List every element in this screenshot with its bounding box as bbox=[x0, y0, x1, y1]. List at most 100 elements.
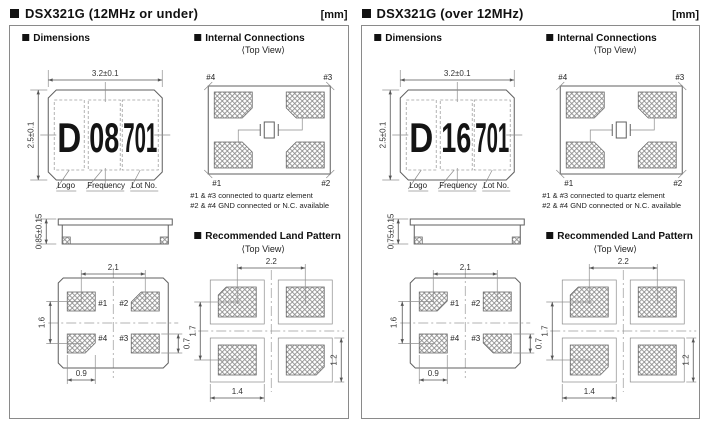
land-pattern-drawing: 2.2 1.7 1.4 1.2 bbox=[540, 257, 696, 402]
panel-header: DSX321G (over 12MHz) [mm] bbox=[361, 6, 699, 21]
dim-land-pitch-y: 1.7 bbox=[540, 325, 549, 337]
land-pattern-heading: Recommended Land Pattern bbox=[205, 231, 341, 242]
package-outline bbox=[47, 89, 163, 181]
side-view-drawing: 0.75±0.15 bbox=[386, 213, 525, 249]
dim-pad-pitch-x: 2.1 bbox=[108, 263, 120, 272]
pin-label-2: #2 bbox=[673, 179, 682, 188]
label-lot: Lot No. bbox=[131, 181, 157, 190]
panel-drawing-svg: Dimensions 3.2±0.1 2.5±0.1 bbox=[22, 33, 345, 402]
section-marker-icon bbox=[22, 34, 30, 41]
dim-body-width: 3.2±0.1 bbox=[443, 69, 470, 78]
section-marker-icon bbox=[361, 9, 371, 18]
panel-title-text: DSX321G (over 12MHz) bbox=[376, 6, 524, 21]
dim-pad-height: 0.7 bbox=[182, 337, 191, 349]
land-pattern-drawing: 2.2 1.7 1.4 1.2 bbox=[188, 257, 345, 402]
dim-pad-width: 0.9 bbox=[76, 369, 88, 378]
label-frequency: Frequency bbox=[439, 181, 477, 190]
dim-land-height: 1.2 bbox=[681, 354, 690, 366]
section-marker-icon bbox=[545, 232, 553, 239]
panel-title-text: DSX321G (12MHz or under) bbox=[25, 6, 199, 21]
unit-label: [mm] bbox=[672, 9, 699, 21]
pin-label-2: #2 bbox=[321, 179, 330, 188]
dim-land-width: 1.4 bbox=[232, 387, 244, 396]
bottom-view-drawing: #1 #2 #4 #3 2.1 1.6 0.9 0.7 bbox=[389, 263, 543, 384]
panel-title: DSX321G (over 12MHz) bbox=[361, 6, 524, 21]
internal-connections-section: Internal Connections ⟨Top View⟩ bbox=[190, 33, 335, 210]
dim-land-pitch-y: 1.7 bbox=[188, 325, 197, 337]
land-pattern-section: Recommended Land Pattern ⟨Top View⟩ bbox=[188, 231, 345, 402]
dim-body-thickness: 0.75±0.15 bbox=[386, 213, 395, 249]
internal-connections-heading: Internal Connections bbox=[557, 33, 657, 44]
land-pattern-section: Recommended Land Pattern ⟨Top View⟩ bbox=[540, 231, 696, 402]
bottom-pad-label-4: #4 bbox=[450, 334, 459, 343]
panel-drawing-svg: Dimensions 3.2±0.1 2.5±0.1 bbox=[373, 33, 696, 402]
bottom-pad-label-1: #1 bbox=[98, 299, 107, 308]
dimensions-section-heading: Dimensions bbox=[22, 33, 90, 44]
bottom-pad-label-3: #3 bbox=[471, 334, 480, 343]
top-view-drawing: 3.2±0.1 2.5±0.1 D 16 701 bbox=[378, 69, 522, 192]
panel-dsx321g-12mhz-under: DSX321G (12MHz or under) [mm] bbox=[9, 5, 349, 419]
internal-connections-heading: Internal Connections bbox=[205, 33, 305, 44]
marking-frequency: 16 bbox=[441, 114, 471, 161]
package-outline bbox=[399, 89, 515, 181]
pin-label-4: #4 bbox=[206, 73, 215, 82]
bottom-pad-label-2: #2 bbox=[119, 299, 128, 308]
dim-land-height: 1.2 bbox=[329, 354, 338, 366]
marking-logo: D bbox=[409, 114, 433, 161]
dimensions-section-heading: Dimensions bbox=[373, 33, 442, 44]
dim-body-height: 2.5±0.1 bbox=[378, 121, 387, 148]
label-frequency: Frequency bbox=[87, 181, 125, 190]
panel-box: Dimensions 3.2±0.1 2.5±0.1 bbox=[360, 25, 700, 419]
panel-header: DSX321G (12MHz or under) [mm] bbox=[10, 6, 348, 21]
section-marker-icon bbox=[545, 34, 553, 41]
section-marker-icon bbox=[194, 34, 202, 41]
dimensions-heading: Dimensions bbox=[33, 33, 90, 44]
dim-pad-pitch-y: 1.6 bbox=[37, 316, 46, 328]
marking-area: D 16 701 bbox=[405, 99, 511, 171]
panel-dsx321g-over-12mhz: DSX321G (over 12MHz) [mm] Dimensions bbox=[360, 5, 700, 419]
panel-box: Dimensions 3.2±0.1 2.5±0.1 bbox=[9, 25, 349, 419]
pin-label-1: #1 bbox=[564, 179, 573, 188]
dim-pad-pitch-x: 2.1 bbox=[459, 263, 471, 272]
internal-note-2: #2 & #4 GND connected or N.C. available bbox=[190, 201, 329, 210]
land-pattern-heading: Recommended Land Pattern bbox=[557, 231, 693, 242]
dim-land-pitch-x: 2.2 bbox=[617, 257, 629, 266]
dim-body-width: 3.2±0.1 bbox=[92, 69, 119, 78]
internal-connections-section: Internal Connections ⟨Top View⟩ bbox=[542, 33, 686, 210]
datasheet-columns: DSX321G (12MHz or under) [mm] bbox=[9, 5, 700, 419]
top-view-drawing: 3.2±0.1 2.5±0.1 D 08 701 bbox=[26, 69, 171, 192]
section-marker-icon bbox=[194, 232, 202, 239]
dim-body-height: 2.5±0.1 bbox=[26, 121, 35, 148]
panel-title: DSX321G (12MHz or under) bbox=[10, 6, 198, 21]
bottom-pad-label-1: #1 bbox=[450, 299, 459, 308]
bottom-pad-label-2: #2 bbox=[471, 299, 480, 308]
internal-note-2: #2 & #4 GND connected or N.C. available bbox=[542, 201, 681, 210]
marking-frequency: 08 bbox=[89, 114, 119, 161]
dim-land-width: 1.4 bbox=[583, 387, 595, 396]
marking-lot: 701 bbox=[123, 114, 157, 161]
section-marker-icon bbox=[10, 9, 19, 18]
pin-label-4: #4 bbox=[558, 73, 567, 82]
pin-label-3: #3 bbox=[675, 73, 684, 82]
bottom-view-drawing: #1 #2 #4 #3 2.1 1.6 0.9 0.7 bbox=[37, 263, 191, 384]
crystal-symbol bbox=[237, 118, 303, 142]
pin-label-3: #3 bbox=[323, 73, 332, 82]
internal-note-1: #1 & #3 connected to quartz element bbox=[190, 191, 313, 200]
dim-pad-pitch-y: 1.6 bbox=[389, 316, 398, 328]
dim-pad-height: 0.7 bbox=[534, 337, 543, 349]
dimensions-heading: Dimensions bbox=[385, 33, 442, 44]
dim-land-pitch-x: 2.2 bbox=[266, 257, 278, 266]
bottom-pad-label-3: #3 bbox=[119, 334, 128, 343]
label-lot: Lot No. bbox=[483, 181, 509, 190]
internal-connections-subheading: ⟨Top View⟩ bbox=[593, 45, 636, 55]
internal-note-1: #1 & #3 connected to quartz element bbox=[542, 191, 665, 200]
unit-label: [mm] bbox=[320, 9, 348, 21]
internal-connections-subheading: ⟨Top View⟩ bbox=[242, 45, 285, 55]
land-pattern-subheading: ⟨Top View⟩ bbox=[242, 244, 285, 254]
land-pattern-subheading: ⟨Top View⟩ bbox=[593, 244, 636, 254]
dim-body-thickness: 0.85±0.15 bbox=[34, 213, 43, 249]
label-logo: Logo bbox=[409, 181, 427, 190]
label-logo: Logo bbox=[57, 181, 75, 190]
dim-pad-width: 0.9 bbox=[427, 369, 439, 378]
crystal-symbol bbox=[589, 118, 655, 142]
